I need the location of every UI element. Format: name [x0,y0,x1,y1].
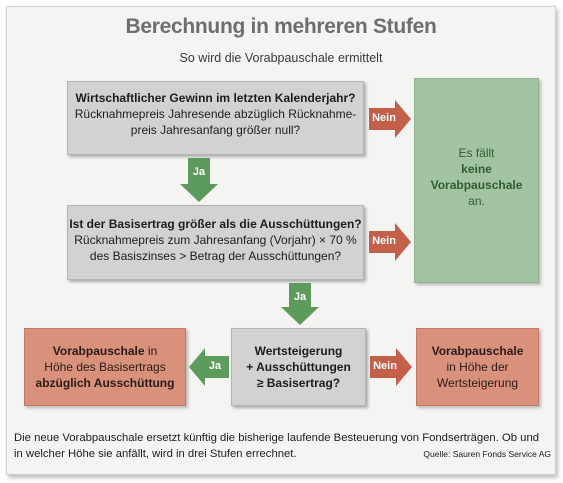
arrow-no-step3-label: Nein [373,360,397,372]
result-right-line1: Vorabpauschale [431,344,524,358]
result-none-line1: Es fällt [458,146,495,160]
step3-line1: Wertsteigerung [254,344,343,358]
page-subtitle: So wird die Vorabpauschale ermittelt [179,51,383,65]
arrow-yes-step2: Ja [281,283,319,325]
result-left-line2: Höhe des Basisertrags [44,360,166,374]
result-right-line2: in Höhe der [446,360,509,374]
step1-detail-line2: preis Jahresanfang größer null? [130,123,301,137]
arrow-down-shape [281,283,319,325]
step1-question: Wirtschaftlicher Gewinn im letzten Kalen… [75,91,356,105]
step2-detail-line1: Rücknahmepreis zum Jahresanfang (Vorjahr… [74,233,357,247]
result-left-line3: abzüglich Ausschüttung [35,376,175,390]
step2-detail-line2: des Basiszinses > Betrag der Ausschüttun… [89,249,342,263]
step3-question-box: Wertsteigerung + Ausschüttungen ≥ Basise… [231,328,366,406]
arrow-no-step2-label: Nein [372,235,396,247]
source-credit: Quelle: Sauren Fonds Service AG [423,449,551,459]
arrow-no-step3: Nein [370,348,412,386]
result-basisertrag-box: Vorabpauschale in Höhe des Basisertrags … [24,328,186,406]
arrow-right-shape [369,100,411,138]
result-no-vorabpauschale-box: Es fällt keine Vorabpauschale an. [414,78,539,283]
footer-text: Die neue Vorabpauschale ersetzt künftig … [14,432,540,460]
step1-detail-line1: Rücknahmepreis Jahresende abzüglich Rück… [74,107,357,121]
step2-question: Ist der Basisertrag größer als die Aussc… [69,217,362,231]
result-none-line3: Vorabpauschale [430,178,523,192]
arrow-yes-step3-label: Ja [208,360,222,372]
arrow-yes-step1-label: Ja [192,166,206,178]
step1-question-box: Wirtschaftlicher Gewinn im letzten Kalen… [67,81,364,155]
arrow-yes-step1: Ja [180,158,218,202]
arrow-yes-step2-label: Ja [293,291,307,303]
page-title: Berechnung in mehreren Stufen [125,15,437,38]
result-none-line2: keine [461,162,492,176]
result-none-line4: an. [468,194,485,208]
step2-question-box: Ist der Basisertrag größer als die Aussc… [67,205,364,280]
arrow-no-step1-label: Nein [372,112,396,124]
result-left-line1: Vorabpauschale in [52,344,158,358]
result-wertsteigerung-box: Vorabpauschale in Höhe der Wertsteigerun… [416,328,539,406]
arrow-right-shape [370,348,412,386]
arrow-no-step2: Nein [369,223,411,261]
arrow-down-shape [180,158,218,202]
arrow-no-step1: Nein [369,100,411,138]
arrow-yes-step3: Ja [189,348,229,386]
step3-line3: ≥ Basisertrag? [256,376,341,390]
arrow-left-shape [189,348,229,386]
arrow-right-shape [369,223,411,261]
result-right-line3: Wertsteigerung [436,376,519,390]
step3-line2: + Ausschüttungen [246,360,351,374]
